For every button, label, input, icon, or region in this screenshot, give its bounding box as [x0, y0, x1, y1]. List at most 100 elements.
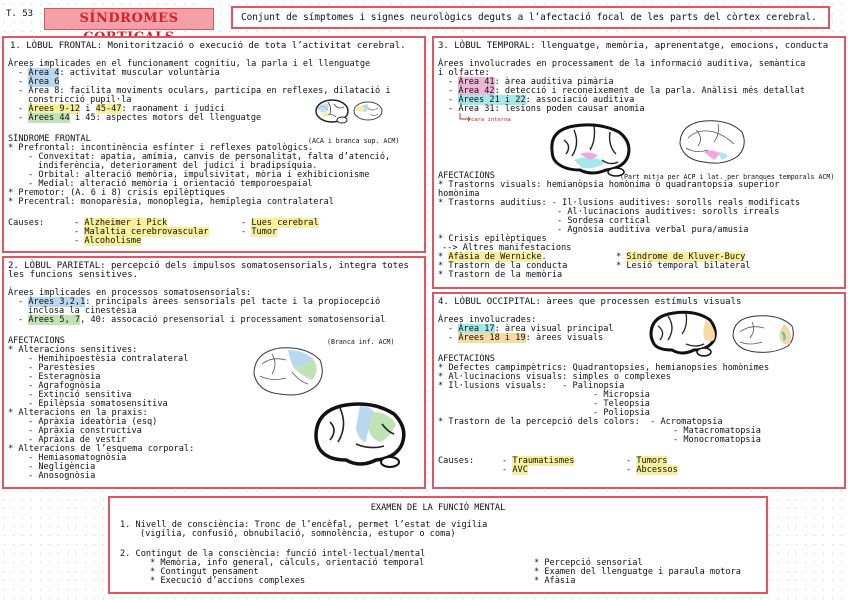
- exam-item-2-5: * Examen del llenguatge i paraula motora: [534, 567, 741, 577]
- exam-title: EXAMEN DE LA FUNCIÓ MENTAL: [370, 503, 506, 513]
- frontal-symptom-convexity-cont: indiferència, deteriorament del judici i…: [38, 161, 318, 171]
- frontal-area-44: - Àrees 44 i 45: aspectes motors del lle…: [18, 113, 262, 123]
- frontal-symptom-orbital: - Orbital: alteració memòria, impulsivit…: [28, 170, 370, 180]
- parietal-lobe-panel: 2. LÒBUL PARIETAL: percepció dels impuls…: [2, 256, 426, 489]
- temporal-auditory-hallucinations: - Al·lucinacions auditives: sorolls irre…: [557, 207, 780, 217]
- exam-item-2-4: * Percepció sensorial: [534, 558, 643, 568]
- temporal-kluver-bucy: * Síndrome de Kluver-Bucy: [616, 252, 746, 262]
- temporal-visual-disorders: * Trastorns visuals: hemianòpsia homònim…: [438, 180, 780, 190]
- frontal-symptom-prefrontal: * Prefrontal: incontinència esfínter i r…: [8, 143, 314, 153]
- temporal-auditory-disorders: * Trastorns auditius: - Il·lusions audit…: [438, 198, 801, 208]
- parietal-praxis-2: - Apràxia constructiva: [28, 426, 142, 436]
- occipital-color-2: - Matacromatopsia: [673, 426, 761, 436]
- parietal-body-2: - Negligència: [28, 462, 96, 472]
- parietal-sensory-5: - Extinció sensitiva: [28, 390, 132, 400]
- frontal-symptom-convexity: - Convexitat: apatia, amímia, canvis de …: [28, 152, 391, 162]
- mental-exam-panel: EXAMEN DE LA FUNCIÓ MENTAL 1. Nivell de …: [108, 496, 768, 594]
- parietal-effects-note: (Branca inf. ACM): [327, 338, 395, 346]
- temporal-cortical-deafness: - Sordesa cortical: [557, 216, 651, 226]
- occipital-area-18-19: - Àrees 18 i 19: àrees visuals: [448, 333, 604, 343]
- brain-medial-icon: [253, 347, 323, 396]
- frontal-syndrome-note: (ACA i branca sup. ACM): [308, 137, 400, 145]
- frontal-area-8-cont: constricció pupil·la: [28, 95, 132, 105]
- parietal-sensory-2: - Parestèsies: [28, 363, 96, 373]
- parietal-heading: 2. LÒBUL PARIETAL: percepció dels impuls…: [8, 261, 409, 271]
- parietal-heading-cont: les funcions sensitives.: [8, 270, 139, 280]
- temporal-lobe-panel: 3. LÒBUL TEMPORAL: llenguatge, memòria, …: [432, 36, 846, 289]
- brain-lateral-icon: [550, 123, 631, 177]
- frontal-symptom-precentral: * Precentral: monoparèsia, monoplegia, h…: [8, 197, 334, 207]
- occipital-heading: 4. LÒBUL OCCIPITAL: àrees que processen …: [438, 297, 742, 307]
- parietal-sensory-6: - Epilèpsia somatosensitiva: [28, 399, 168, 409]
- frontal-cause-4: - Lues cerebral: [241, 218, 319, 228]
- occipital-cause-1: - Traumatismes: [502, 456, 575, 466]
- parietal-praxis-alterations: * Alteracions en la praxis:: [8, 408, 148, 418]
- parietal-area-5-7: - Àrees 5, 7, 40: assocació presensorial…: [18, 315, 386, 325]
- parietal-body-3: - Anosognòsia: [28, 471, 96, 481]
- temporal-inner-face-note: cara interna: [471, 117, 511, 123]
- occipital-areas-intro: Àrees involucrades:: [438, 315, 537, 325]
- page-subtitle: Conjunt de símptomes i signes neurològic…: [231, 6, 830, 29]
- parietal-body-1: - Hemiasomatognòsia: [28, 453, 127, 463]
- frontal-cause-2: - Malaltia cerebrovascular: [74, 227, 209, 237]
- temporal-intro-2: i olfacte:: [438, 68, 490, 78]
- temporal-area-21-22: - Àrees 21 i 22: associació auditiva: [448, 95, 635, 105]
- temporal-area-31: - Àrea 31: lesions poden causar anomia: [448, 104, 645, 114]
- frontal-areas-intro: Àrees implicades en el funcionament cogn…: [8, 59, 371, 69]
- frontal-cause-5: - Tumor: [241, 227, 278, 237]
- frontal-area-8: - Àrea 8: facilita moviments oculars, pa…: [18, 86, 391, 96]
- frontal-cause-1: - Alzheimer i Pick: [74, 218, 168, 228]
- frontal-heading: 1. LÒBUL FRONTAL: Monitorització o execu…: [10, 41, 406, 51]
- parietal-area-3-2-1: - Àrees 3,2,1: principals àrees sensoria…: [18, 297, 381, 307]
- brain-lateral-icon: [314, 402, 406, 468]
- temporal-visual-disorders-cont: homònima: [438, 189, 480, 199]
- exam-item-2-2: * Contingut pensament: [150, 567, 259, 577]
- occipital-color-3: - Monocromatopsia: [673, 435, 761, 445]
- temporal-memory-disorder: * Trastorn de la memòria: [438, 270, 563, 280]
- brain-lateral-icon: [315, 99, 349, 124]
- parietal-sensory-4: - Agrafognòsia: [28, 381, 101, 391]
- exam-item-2-6: * Afàsia: [534, 576, 576, 586]
- parietal-area-3-2-1-cont: inclosa la cinestèsia: [28, 306, 137, 316]
- parietal-sensory-alterations: * Alteracions sensitives:: [8, 345, 138, 355]
- occipital-color-perception: * Trastorn de la percepció dels colors: …: [438, 417, 723, 427]
- page-title: SÍNDROMES CORTICALS: [44, 8, 214, 45]
- brain-medial-icon: [679, 120, 745, 164]
- arrow-icon: [459, 113, 471, 122]
- temporal-epileptic-crisis: * Crisis epilèptiques: [438, 234, 547, 244]
- brain-medial-icon: [353, 101, 383, 121]
- occipital-field-defects: * Defectes campimpètrics: Quadrantopsies…: [438, 363, 770, 373]
- exam-item-1-detail: (vigília, confusió, obnubilació, somnolè…: [140, 529, 456, 539]
- occipital-illusion-4: - Poliopsia: [593, 408, 650, 418]
- temporal-auditory-agnosia: - Agnòsia auditiva verbal pura/amusia: [557, 225, 749, 235]
- occipital-cause-3: - Tumors: [626, 456, 668, 466]
- page-number: T. 53: [6, 9, 34, 19]
- temporal-area-42: - Àrea 42: detecció i reconeixement de l…: [448, 86, 806, 96]
- parietal-praxis-1: - Apràxia ideatòria (esq): [28, 417, 158, 427]
- temporal-wernicke: * Afàsia de Wernicke.: [438, 252, 547, 262]
- parietal-body-scheme-alterations: * Alteracions de l’esquema corporal:: [8, 444, 195, 454]
- parietal-praxis-3: - Apràxia de vestir: [28, 435, 127, 445]
- occipital-causes-label: Causes:: [438, 456, 475, 466]
- exam-item-2: 2. Contingut de la consciència: funció i…: [120, 549, 426, 559]
- temporal-other-manifestations: --> Altres manifestacions: [442, 243, 572, 253]
- parietal-effects-heading: AFECTACIONS: [8, 336, 65, 346]
- occipital-lobe-panel: 4. LÒBUL OCCIPITAL: àrees que processen …: [432, 292, 846, 489]
- temporal-intro-1: Àrees involucrades en processament de la…: [438, 59, 806, 69]
- frontal-symptom-medial: - Medial: alteració memòria i orientació…: [28, 179, 313, 189]
- brain-medial-icon: [732, 315, 794, 353]
- exam-item-2-3: * Execució d’accions complexes: [150, 576, 306, 586]
- frontal-causes-label: Causes:: [8, 218, 45, 228]
- temporal-effects-note: (Part mitja per ACP i lat. per branques …: [620, 173, 835, 181]
- temporal-effects-heading: AFECTACIONS: [438, 171, 495, 181]
- exam-item-1: 1. Nivell de consciència: Tronc de l’enc…: [120, 520, 488, 530]
- occipital-cause-4: - Abcessos: [626, 465, 678, 475]
- occipital-illusion-2: - Micropsia: [593, 390, 650, 400]
- parietal-sensory-1: - Hemihipoestèsia contralateral: [28, 354, 189, 364]
- exam-item-2-1: * Memòria, info general, càlculs, orient…: [150, 558, 425, 568]
- occipital-area-17: - Àrea 17: àrea visual principal: [448, 324, 614, 334]
- frontal-syndrome-heading: SÍNDROME FRONTAL: [8, 134, 91, 144]
- frontal-area-6: - Àrea 6: [18, 77, 60, 87]
- frontal-cause-3: - Alcoholisme: [74, 236, 142, 246]
- temporal-behavior-disorder: * Trastorn de la conducta: [438, 261, 568, 271]
